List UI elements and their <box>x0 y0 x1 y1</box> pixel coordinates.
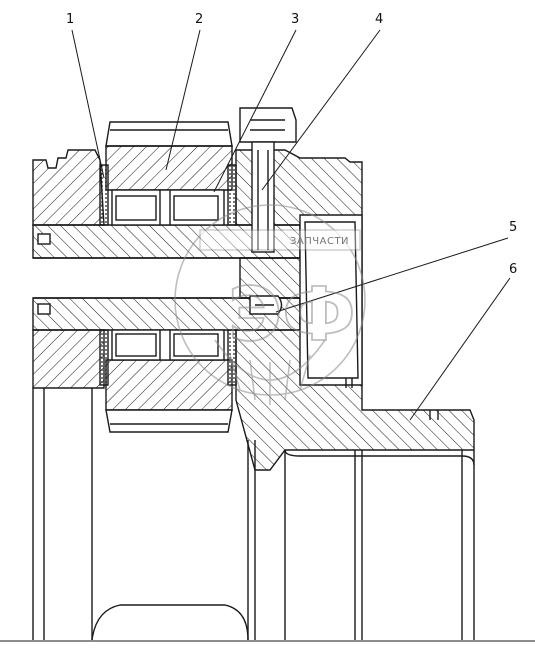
leader-6 <box>409 277 511 421</box>
gear-body-upper <box>105 145 233 191</box>
thrust-washer-left-upper <box>99 164 109 226</box>
callout-4: 4 <box>375 12 384 27</box>
needle-roller-lower-1 <box>115 333 157 357</box>
leader-5 <box>275 237 509 313</box>
callout-1: 1 <box>66 12 75 27</box>
needle-roller-upper-1 <box>115 195 157 221</box>
callout-2: 2 <box>195 12 204 27</box>
gear-body-lower <box>105 359 233 411</box>
thrust-washer-right-upper <box>227 164 237 226</box>
thrust-washer-left-lower <box>99 329 109 386</box>
callout-5: 5 <box>509 220 518 235</box>
leader-3 <box>213 29 297 193</box>
left-hub-lower <box>32 329 105 389</box>
callout-3: 3 <box>291 12 300 27</box>
watermark-text: ЗАПЧАСТИ <box>290 236 349 247</box>
leader-4 <box>261 29 381 191</box>
leader-1 <box>71 29 105 179</box>
watermark <box>174 204 366 405</box>
gear-teeth-bottom <box>105 409 233 433</box>
watermark-logo: ЭФ <box>228 272 356 358</box>
gear-teeth-top <box>105 121 233 147</box>
needle-roller-upper-2 <box>173 195 219 221</box>
bolt-head <box>239 107 297 143</box>
leader-2 <box>165 29 201 171</box>
callout-6: 6 <box>509 262 518 277</box>
left-hub-upper <box>32 149 105 226</box>
needle-roller-lower-2 <box>173 333 219 357</box>
